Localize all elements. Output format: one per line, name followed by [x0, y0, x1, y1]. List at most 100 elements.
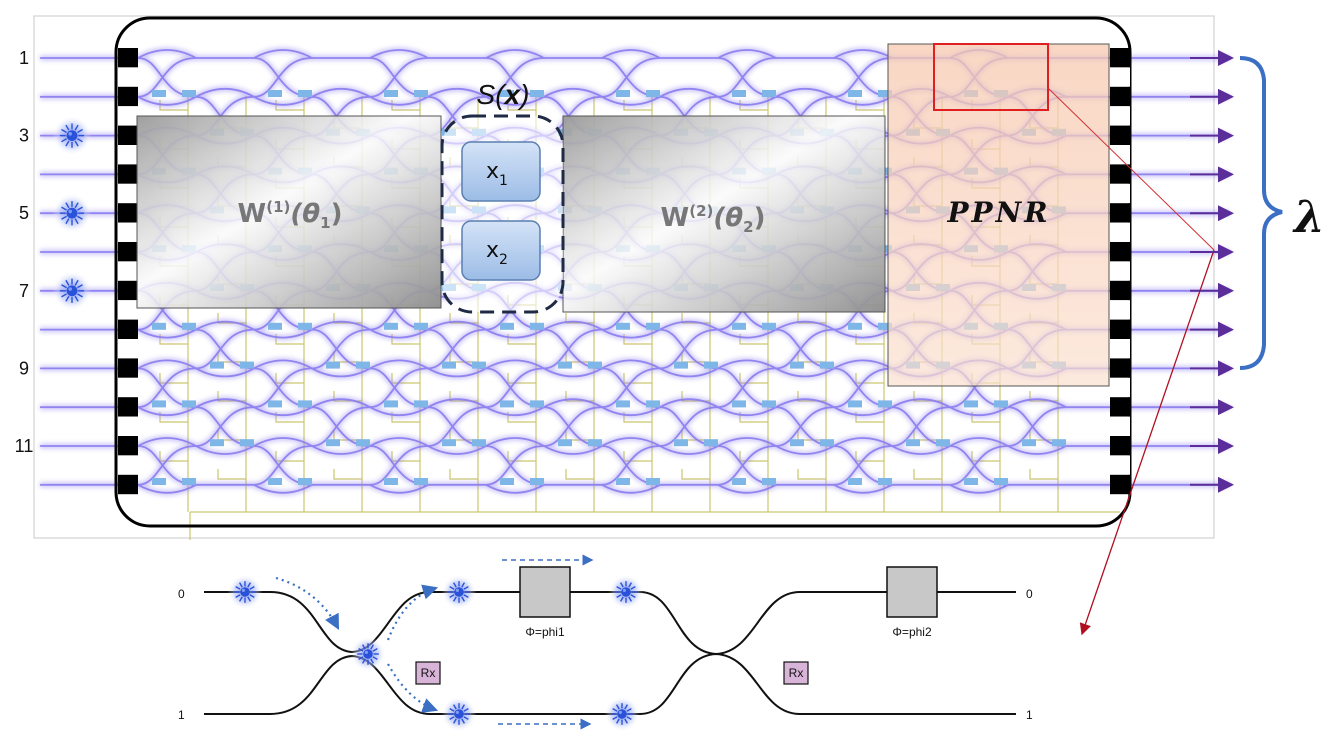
left-coupler-cell: [118, 203, 138, 223]
mzi-segment: [369, 445, 429, 486]
heater-pad: [646, 400, 660, 408]
left-coupler-cell: [118, 474, 138, 495]
heater-pad: [326, 439, 340, 447]
mzi-segment: [369, 57, 429, 98]
mzi-segment: [137, 445, 197, 486]
mzi-segment: [543, 328, 603, 370]
row-label: 11: [15, 436, 34, 456]
heater-pad: [616, 400, 630, 408]
x2-box: [461, 220, 541, 281]
mzi-segment: [137, 367, 197, 409]
heater-pad: [704, 361, 718, 369]
row-label: 7: [19, 281, 29, 301]
heater-pad: [530, 322, 544, 330]
right-coupler-cell: [1110, 436, 1130, 456]
heater-pad: [356, 439, 370, 447]
heater-pad: [588, 439, 602, 447]
heater-pad: [704, 439, 718, 447]
heater-pad: [530, 90, 544, 97]
heater-pad: [646, 478, 660, 485]
heater-pad: [182, 478, 196, 485]
heater-pad: [732, 322, 746, 330]
left-coupler-cell: [118, 261, 138, 281]
photon-icon: [52, 271, 92, 311]
mzi-segment: [253, 49, 313, 59]
left-coupler-cell: [118, 145, 138, 165]
mzi-segment: [253, 437, 313, 447]
heater-pad: [298, 90, 312, 97]
mzi-segment: [891, 406, 951, 447]
mzi-segment: [311, 328, 371, 370]
mzi-segment: [253, 367, 313, 409]
mzi-segment: [195, 320, 255, 331]
left-coupler-cell: [118, 397, 138, 417]
heater-pad: [616, 90, 630, 97]
encoding-title-close: ): [517, 79, 529, 110]
mzi-segment: [717, 49, 777, 59]
heater-pad: [1052, 439, 1066, 447]
mzi-segment: [949, 406, 1009, 417]
mzi-segment: [137, 437, 197, 447]
mzi-segment: [543, 398, 603, 408]
heater-pad: [210, 439, 224, 447]
mzi-segment: [427, 406, 487, 447]
mzi-segment: [659, 367, 719, 378]
mzi-segment: [775, 406, 835, 447]
w1-main: W: [238, 199, 267, 229]
heater-pad: [994, 478, 1008, 485]
right-coupler-cell: [1110, 416, 1130, 436]
heater-pad: [384, 90, 398, 97]
left-coupler-cell: [118, 319, 138, 339]
heater-pad: [268, 478, 282, 485]
mzi-segment: [659, 445, 719, 455]
heater-pad: [790, 361, 804, 369]
mzi-segment: [1007, 398, 1067, 408]
zoom-connector: [1047, 87, 1215, 636]
mzi-segment: [833, 445, 893, 486]
photon-icon: [608, 574, 644, 610]
lambda-label: λ: [1292, 192, 1325, 243]
row-label: 9: [19, 358, 29, 378]
control-trace: [913, 469, 942, 480]
mzi-segment: [137, 484, 197, 494]
w2-sub: 2: [743, 218, 753, 236]
phase-shifter-2: [886, 566, 938, 618]
heater-pad: [558, 361, 572, 369]
mzi-segment: [717, 437, 777, 447]
mzi-segment: [659, 87, 719, 98]
mzi-segment: [253, 359, 313, 370]
heater-pad: [646, 322, 660, 330]
encoding-block: S(x) x1 x2: [440, 79, 565, 314]
heater-pad: [790, 439, 804, 447]
mzi-segment: [427, 320, 487, 331]
detail-mode-bottom-right: 1: [1026, 708, 1033, 722]
photon-icon: [52, 193, 92, 233]
heater-pad: [210, 361, 224, 369]
mzi-segment: [775, 398, 835, 408]
right-coupler-cell: [1110, 48, 1130, 68]
w2-block: W(2)(θ2): [562, 115, 886, 313]
left-coupler-cell: [118, 164, 138, 184]
photon-icon: [227, 574, 263, 610]
mzi-detail-circuit: 0 1 0 1 Φ=phi1 Φ=phi2 Rx Rx: [178, 554, 1033, 732]
heater-pad: [674, 361, 688, 369]
left-coupler-cell: [118, 67, 138, 87]
heater-pad: [414, 322, 428, 330]
control-trace: [217, 469, 246, 480]
right-coupler-cell: [1110, 183, 1130, 204]
mzi-segment: [485, 57, 545, 98]
left-coupler-cell: [118, 300, 138, 320]
left-coupler-cell: [118, 280, 138, 301]
photon-icon: [441, 574, 477, 610]
heater-pad: [878, 478, 892, 485]
heater-pad: [616, 478, 630, 485]
x1-box: [461, 141, 541, 202]
mzi-segment: [253, 57, 313, 98]
right-coupler-cell: [1110, 125, 1130, 145]
heater-pad: [616, 322, 630, 330]
heater-pad: [848, 90, 862, 97]
control-trace: [681, 469, 710, 480]
heater-pad: [500, 400, 514, 408]
photon-icon: [604, 696, 640, 732]
